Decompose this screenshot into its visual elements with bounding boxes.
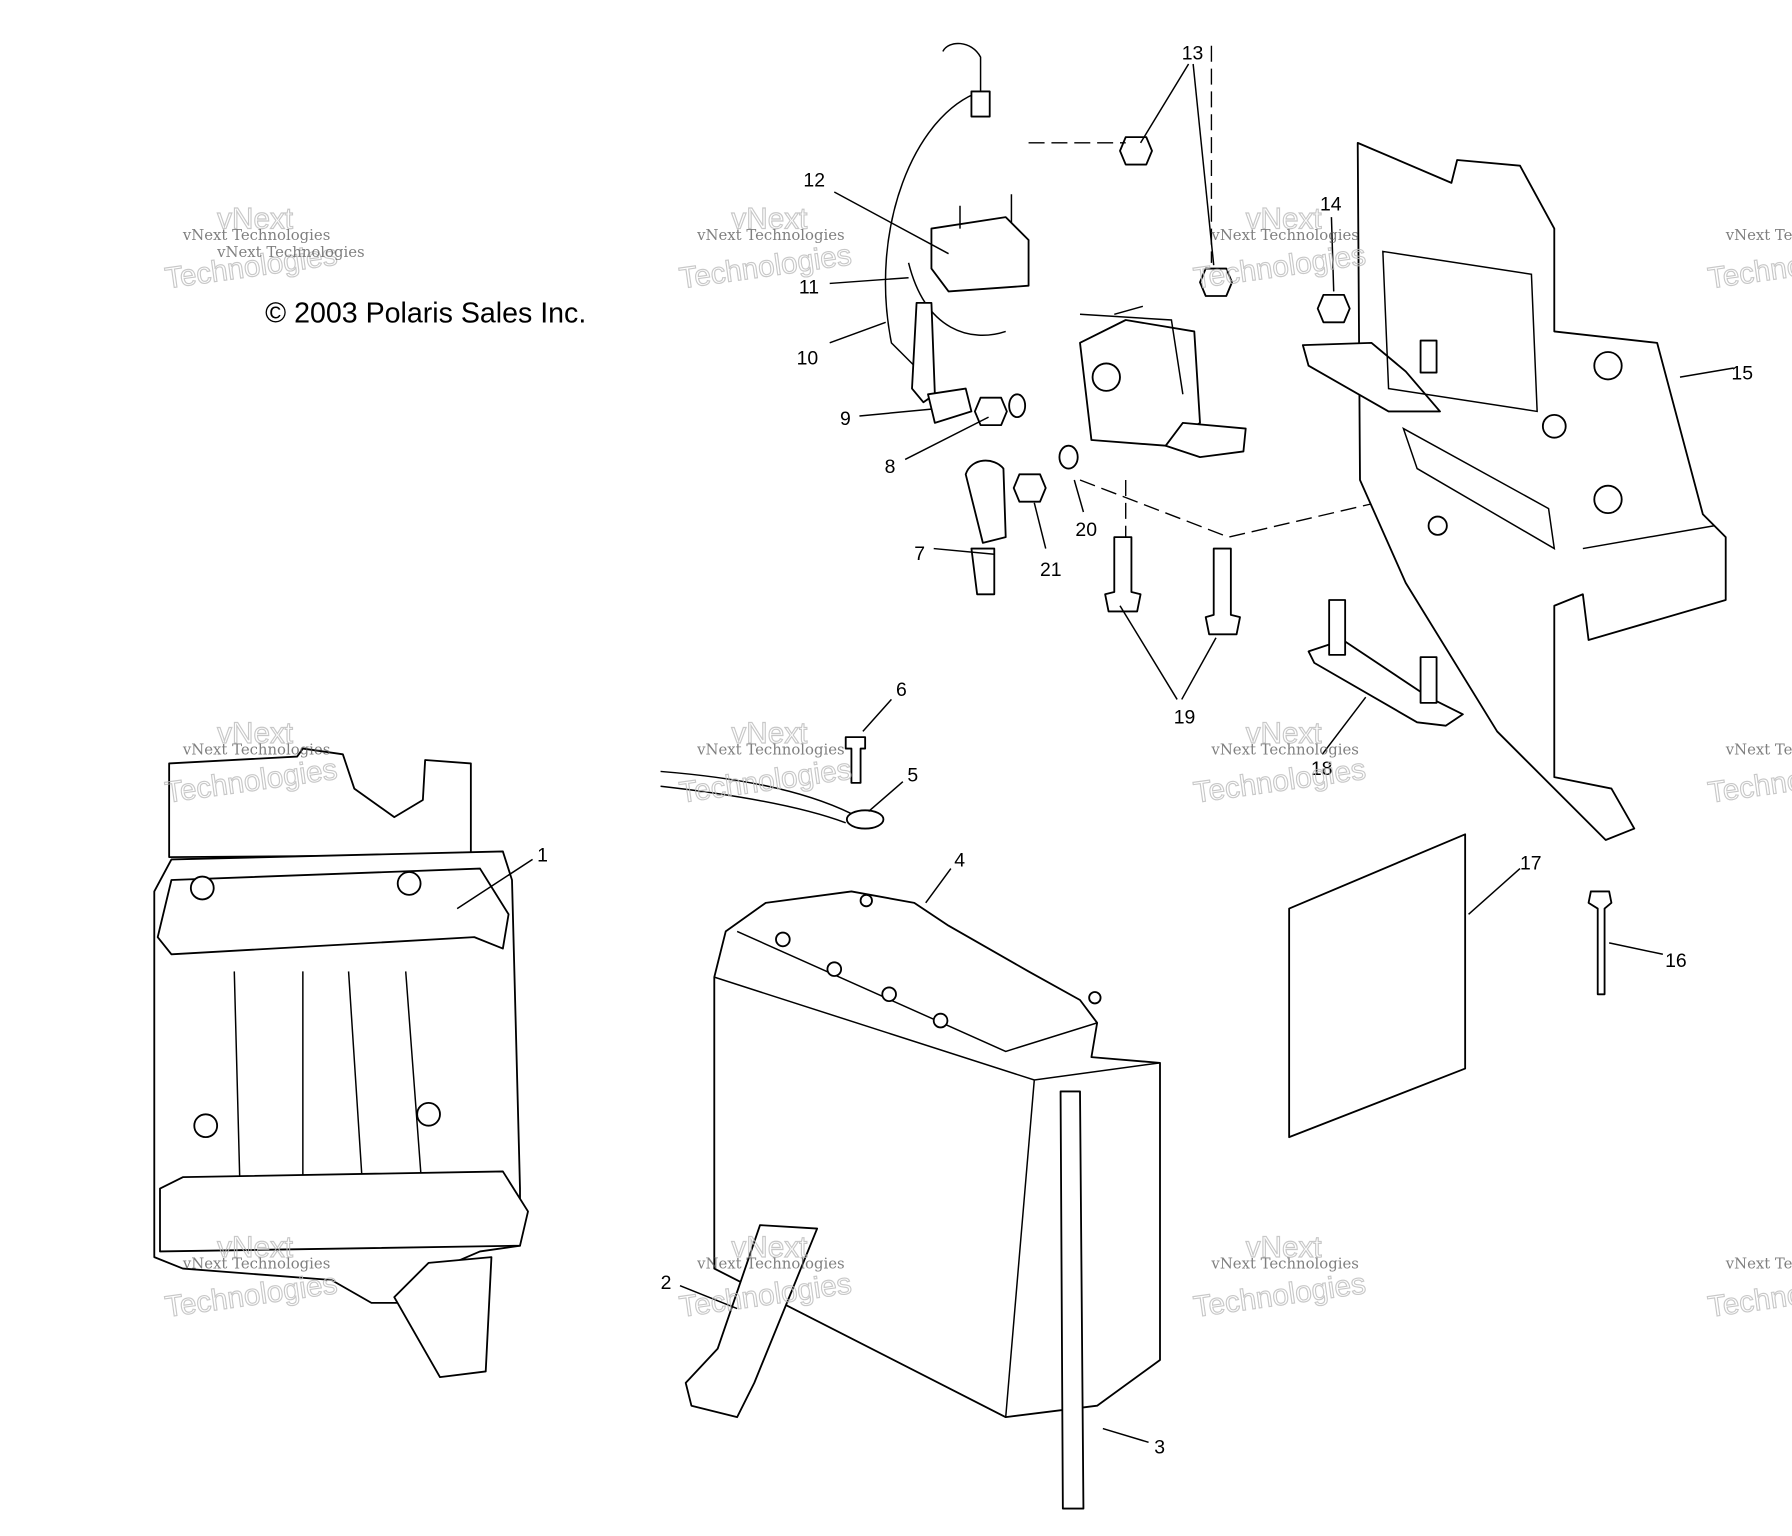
battery-box <box>153 747 529 1379</box>
callout-11: 11 <box>799 277 819 299</box>
nut <box>1119 136 1153 166</box>
nut <box>1012 473 1047 503</box>
callout-7: 7 <box>914 543 925 565</box>
bolt <box>1104 536 1142 613</box>
battery-strap <box>684 1224 819 1419</box>
svg-text:vNext: vNext <box>731 203 808 236</box>
solenoid-assembly <box>884 42 1247 596</box>
callout-14: 14 <box>1320 193 1342 215</box>
callout-13: 13 <box>1182 42 1204 64</box>
svg-text:Technologies: Technologies <box>1192 753 1368 810</box>
callout-20: 20 <box>1075 519 1097 541</box>
svg-text:vNext Technologies: vNext Technologies <box>696 226 844 244</box>
nut <box>1316 293 1351 324</box>
ground-cable <box>660 770 852 824</box>
callout-5: 5 <box>907 765 918 787</box>
callout-9: 9 <box>840 408 851 430</box>
svg-text:vNext Technologies: vNext Technologies <box>1725 226 1792 244</box>
nut <box>973 396 1008 427</box>
copyright-text: © 2003 Polaris Sales Inc. <box>265 297 586 329</box>
vent-tube <box>1059 1090 1085 1510</box>
svg-text:vNext Technologies: vNext Technologies <box>216 243 364 261</box>
svg-text:vNext Technologies: vNext Technologies <box>1210 1255 1358 1273</box>
callout-1: 1 <box>537 845 548 867</box>
svg-text:vNext Technologies: vNext Technologies <box>182 226 330 244</box>
svg-text:Technologies: Technologies <box>1192 239 1368 296</box>
callout-4: 4 <box>954 849 965 871</box>
callout-3: 3 <box>1154 1437 1165 1459</box>
screw <box>844 736 867 784</box>
svg-text:vNext Technologies: vNext Technologies <box>1725 740 1792 758</box>
callout-21: 21 <box>1040 559 1062 581</box>
battery <box>713 890 1161 1419</box>
svg-text:vNext: vNext <box>731 1231 808 1264</box>
svg-text:vNext: vNext <box>217 717 294 750</box>
svg-text:vNext: vNext <box>731 717 808 750</box>
callout-10: 10 <box>797 348 819 370</box>
callout-18: 18 <box>1311 758 1333 780</box>
svg-text:Technologies: Technologies <box>1706 239 1792 296</box>
svg-text:vNext Technologies: vNext Technologies <box>1210 740 1358 758</box>
callout-12: 12 <box>803 169 825 191</box>
svg-text:Technologies: Technologies <box>163 1267 339 1324</box>
rivet <box>1587 890 1613 996</box>
callout-6: 6 <box>896 679 907 701</box>
callout-19: 19 <box>1174 706 1196 728</box>
svg-text:vNext Technologies: vNext Technologies <box>182 740 330 758</box>
svg-text:vNext: vNext <box>217 203 294 236</box>
callout-labels: 1 2 3 4 5 6 7 8 9 10 11 12 13 14 15 16 1… <box>537 42 1753 1458</box>
battery-pad <box>1288 833 1467 1139</box>
svg-text:Technologies: Technologies <box>1706 753 1792 810</box>
bolt <box>1204 547 1241 636</box>
svg-text:Technologies: Technologies <box>1706 1267 1792 1324</box>
svg-text:vNext Technologies: vNext Technologies <box>182 1255 330 1273</box>
svg-text:vNext Technologies: vNext Technologies <box>1210 226 1358 244</box>
callout-15: 15 <box>1731 362 1753 384</box>
callout-17: 17 <box>1520 853 1542 875</box>
callout-16: 16 <box>1665 950 1687 972</box>
callout-8: 8 <box>885 456 896 478</box>
svg-text:vNext: vNext <box>1246 1231 1323 1264</box>
mounting-bracket <box>1301 141 1727 841</box>
svg-text:vNext Technologies: vNext Technologies <box>696 740 844 758</box>
callout-2: 2 <box>661 1272 672 1294</box>
svg-text:vNext Technologies: vNext Technologies <box>696 1255 844 1273</box>
svg-text:vNext: vNext <box>217 1231 294 1264</box>
svg-text:Technologies: Technologies <box>677 239 853 296</box>
svg-text:Technologies: Technologies <box>1192 1267 1368 1324</box>
svg-text:vNext Technologies: vNext Technologies <box>1725 1255 1792 1273</box>
svg-text:vNext: vNext <box>1246 717 1323 750</box>
leader-lines <box>456 63 1734 1443</box>
svg-text:vNext: vNext <box>1246 203 1323 236</box>
nut <box>1199 267 1233 297</box>
